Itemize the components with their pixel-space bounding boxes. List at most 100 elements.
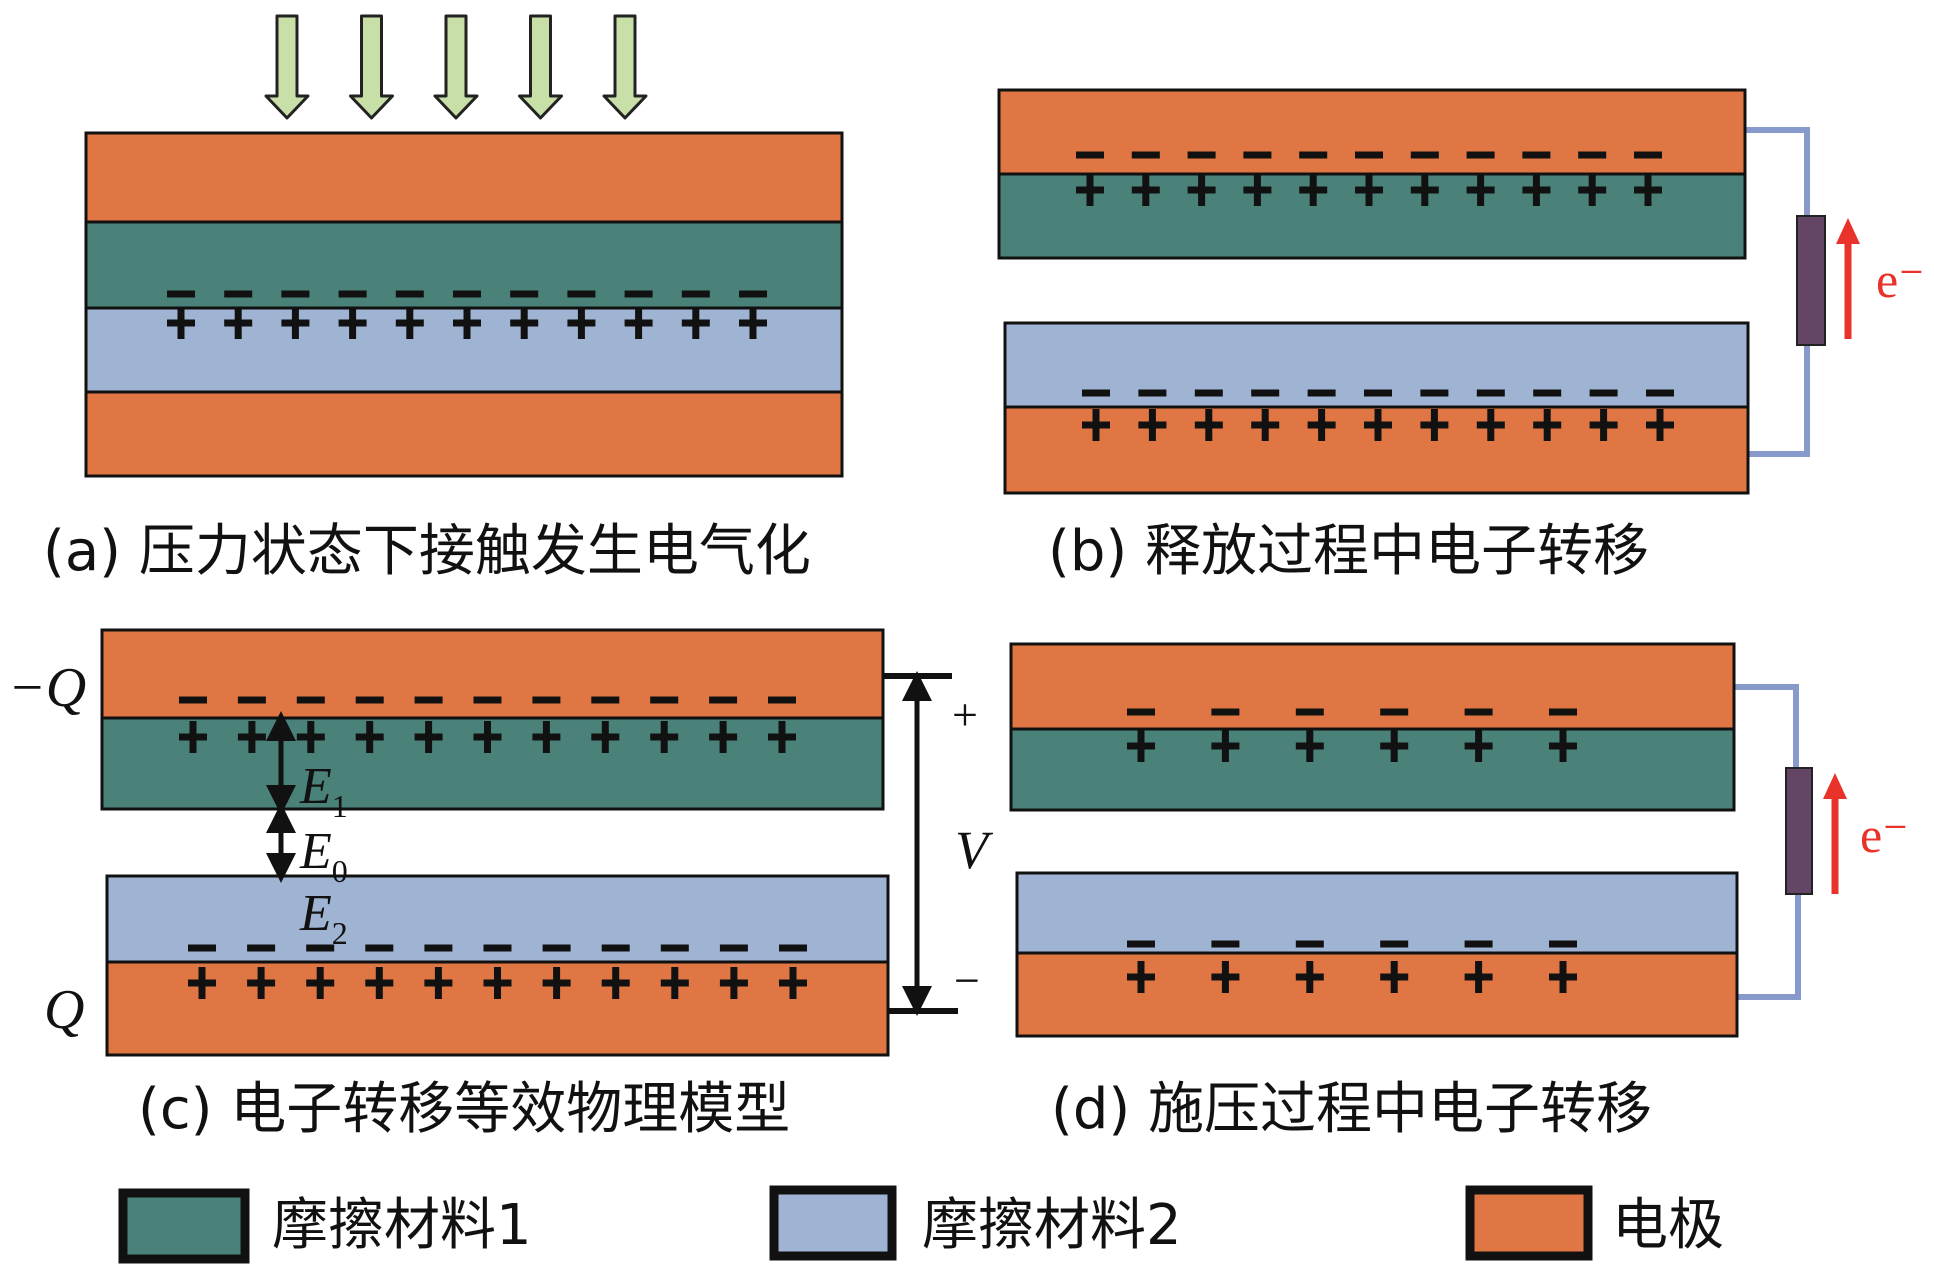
resistor-icon [1785, 767, 1813, 895]
negative-charge-icon [1634, 151, 1662, 159]
pressure-arrow-icon [518, 14, 563, 120]
negative-charge-icon [1355, 151, 1383, 159]
legend-label: 摩擦材料2 [922, 1193, 1182, 1258]
positive-charge-icon [1299, 174, 1328, 206]
pressure-arrow-icon [349, 14, 394, 120]
negative-charge-icon [1420, 389, 1449, 397]
negative-charge-icon [1138, 389, 1167, 397]
positive-charge-icon [1634, 174, 1662, 206]
negative-charge-icon [1364, 389, 1392, 397]
positive-charge-icon [395, 307, 424, 339]
negative-charge-icon [179, 696, 207, 704]
positive-charge-icon [338, 307, 367, 339]
negative-charge-icon [1410, 151, 1439, 159]
panel-b: e⁻ (b) 释放过程中电子转移 [997, 88, 1925, 584]
negative-charge-icon [395, 290, 424, 298]
negative-charge-icon [1549, 940, 1577, 948]
voltage-label: V [955, 820, 994, 880]
positive-charge-icon [1646, 409, 1674, 441]
legend-label: 电极 [1612, 1193, 1724, 1258]
negative-charge-icon [779, 944, 807, 952]
positive-charge-icon [365, 967, 394, 999]
negative-charge-icon [424, 944, 453, 952]
positive-charge-icon [1578, 174, 1607, 206]
negative-charge-icon [709, 696, 738, 704]
electrode-top [84, 131, 844, 224]
positive-charge-icon [1410, 174, 1439, 206]
panel-d: e⁻ (d) 施压过程中电子转移 [1009, 642, 1909, 1142]
negative-charge-icon [567, 290, 596, 298]
caption-a: (a) 压力状态下接触发生电气化 [43, 519, 811, 584]
charges [1127, 708, 1577, 993]
negative-charge-icon [1131, 151, 1160, 159]
negative-charge-icon [1464, 940, 1493, 948]
negative-charge-icon [681, 290, 710, 298]
negative-charge-icon [591, 696, 620, 704]
negative-charge-icon [1307, 389, 1336, 397]
negative-charge-icon [532, 696, 561, 704]
electron-label: e⁻ [1860, 807, 1909, 863]
positive-charge-icon [1589, 409, 1618, 441]
charge-label-top: −Q [8, 657, 86, 719]
positive-charge-icon [1364, 409, 1392, 441]
negative-charge-icon [650, 696, 679, 704]
negative-charge-icon [1082, 389, 1110, 397]
legend-item-electrode: 电极 [1465, 1185, 1724, 1261]
positive-charge-icon [1211, 961, 1240, 993]
positive-charge-icon [1355, 174, 1383, 206]
legend-swatch-material2 [769, 1185, 897, 1261]
pressure-arrow-icon [602, 14, 648, 120]
negative-charge-icon [739, 290, 767, 298]
positive-charge-icon [567, 307, 596, 339]
negative-charge-icon [1076, 151, 1104, 159]
negative-charge-icon [660, 944, 689, 952]
positive-charge-icon [167, 307, 195, 339]
negative-charge-icon [1466, 151, 1495, 159]
positive-charge-icon [1082, 409, 1110, 441]
legend-item-material1: 摩擦材料1 [118, 1188, 532, 1264]
positive-charge-icon [624, 307, 653, 339]
legend-label: 摩擦材料1 [272, 1193, 532, 1258]
positive-charge-icon [1464, 730, 1493, 762]
resistor-icon [1796, 215, 1826, 346]
plus-terminal-sign: + [952, 689, 978, 740]
negative-charge-icon [355, 696, 384, 704]
field-label-e2: E2 [299, 885, 348, 951]
negative-charge-icon [1194, 389, 1223, 397]
negative-charge-icon [1187, 151, 1216, 159]
legend-item-material2: 摩擦材料2 [769, 1185, 1182, 1261]
positive-charge-icon [281, 307, 310, 339]
negative-charge-icon [1251, 389, 1280, 397]
positive-charge-icon [453, 307, 481, 339]
positive-charge-icon [1380, 730, 1409, 762]
panel-a: (a) 压力状态下接触发生电气化 [43, 14, 844, 584]
negative-charge-icon [1646, 389, 1674, 397]
pressure-arrow-icon [264, 14, 310, 120]
pressure-arrow-icon [433, 14, 479, 120]
material1-layer [100, 716, 885, 811]
positive-charge-icon [1420, 409, 1449, 441]
negative-charge-icon [1211, 940, 1240, 948]
negative-charge-icon [237, 696, 266, 704]
positive-charge-icon [1211, 730, 1240, 762]
positive-charge-icon [1476, 409, 1505, 441]
negative-charge-icon [1380, 708, 1409, 716]
electron-flow-arrowhead [1823, 773, 1847, 799]
panel-c: E1 E0 E2 + − V −Q Q (c) 电子转移等效物理模型 [8, 628, 994, 1142]
positive-charge-icon [709, 721, 738, 753]
positive-charge-icon [650, 721, 679, 753]
positive-charge-icon [237, 721, 266, 753]
negative-charge-icon [306, 944, 335, 952]
electrode-bottom [1015, 951, 1739, 1038]
charges [1076, 151, 1674, 441]
electrode-top [100, 628, 885, 720]
wire [1737, 894, 1801, 1000]
negative-charge-icon [1211, 708, 1240, 716]
positive-charge-icon [296, 721, 325, 753]
positive-charge-icon [1380, 961, 1409, 993]
positive-charge-icon [355, 721, 384, 753]
positive-charge-icon [179, 721, 207, 753]
negative-charge-icon [1533, 389, 1562, 397]
positive-charge-icon [1549, 730, 1577, 762]
positive-charge-icon [739, 307, 767, 339]
